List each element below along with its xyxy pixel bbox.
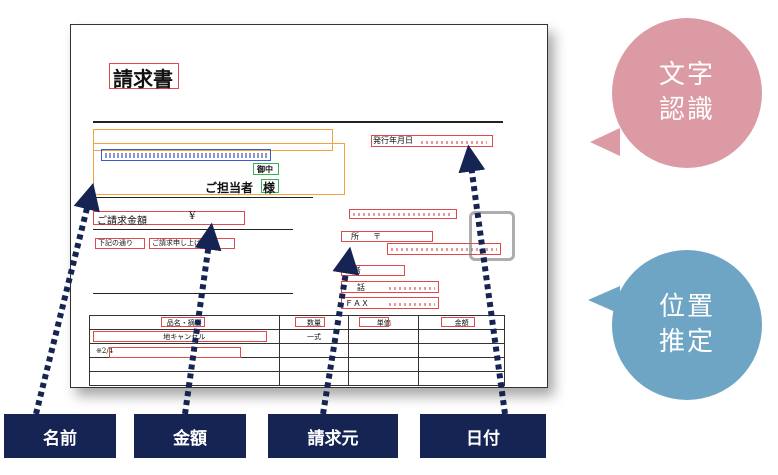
issue-date-label: 発行年月日 (373, 136, 413, 145)
name-underline (93, 197, 313, 198)
customer-name-box-inner (93, 143, 345, 195)
ocr-bubble-line1: 文字 (658, 59, 715, 90)
issuer-name-box (349, 209, 457, 219)
issuer-name-text (353, 213, 453, 216)
issue-date-value (421, 141, 487, 144)
address-marker: 〒 (373, 232, 381, 241)
date-box (371, 135, 493, 147)
note-suffix: ご請求申し上げます (152, 239, 215, 247)
customer-name-box-outer (93, 129, 333, 151)
fax-label: ＦＡＸ (345, 299, 369, 308)
date-arrow (458, 144, 508, 415)
invoice-title: 請求書 (113, 67, 173, 91)
table-header-amount-highlight (441, 317, 475, 327)
pos-bubble-line2: 推定 (658, 327, 715, 357)
note-box-right (149, 238, 235, 249)
ocr-bubble-tail (590, 128, 620, 156)
position-bubble: 位置 推定 (612, 250, 762, 400)
amount-box (93, 211, 245, 225)
amount-underline (93, 229, 293, 230)
honorific-box (253, 163, 279, 175)
contact-person: ご担当者 (205, 181, 254, 195)
ocr-bubble-line2: 認識 (658, 95, 715, 125)
label-date: 日付 (420, 414, 546, 458)
amount-arrow (182, 222, 222, 415)
note-prefix: 下記の通り (98, 239, 133, 247)
line-items-table: 品名・摘要 数量 単価 金額 地キャンセル 一式 ※2/4 (89, 315, 505, 386)
table-row (89, 371, 505, 386)
table-header-qty-highlight (295, 317, 325, 327)
label-name: 名前 (4, 414, 116, 458)
title-underline (93, 121, 503, 123)
address-line2-text (391, 248, 497, 251)
honorific-company: 御中 (257, 164, 273, 174)
phone-value (389, 287, 435, 290)
address-line2-box (387, 243, 501, 255)
table-row1-highlight (93, 331, 267, 342)
contact-suffix: 様 (263, 181, 276, 195)
label-issuer: 請求元 (268, 414, 398, 458)
company-seal (469, 211, 515, 261)
phone-label: 話 (357, 283, 365, 292)
title-box (109, 63, 179, 89)
note-box-left (95, 238, 145, 249)
blank-line (93, 293, 293, 294)
table-row: ※2/4 (89, 343, 505, 358)
pos-bubble-line1: 位置 (658, 291, 715, 322)
name-arrow (33, 182, 100, 415)
address-label: 所 (351, 232, 359, 241)
customer-name-ocr-box (101, 149, 271, 161)
table-row2-highlight (109, 347, 241, 358)
address-box (341, 231, 433, 242)
contact-suffix-box (261, 179, 279, 193)
ocr-bubble: 文字 認識 (612, 18, 762, 168)
issuer-arrow (320, 246, 360, 415)
invoice-scan: 請求書 発行年月日 御中 ご担当者 様 ご請求金額 ¥ 下記の通り ご請求申し上… (70, 24, 548, 388)
customer-name-text (105, 153, 267, 158)
yen-sign: ¥ (189, 211, 196, 222)
table-row (89, 357, 505, 372)
table-row: 地キャンセル 一式 (89, 329, 505, 344)
fax-value (389, 303, 435, 306)
label-amount: 金額 (134, 414, 246, 458)
amount-label: ご請求金額 (97, 216, 147, 227)
table-header-highlight (161, 317, 205, 327)
table-header-price-highlight (359, 317, 389, 327)
